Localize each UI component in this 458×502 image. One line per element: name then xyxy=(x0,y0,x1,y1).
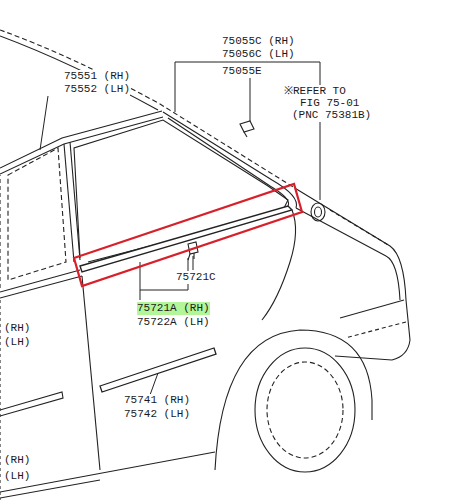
side-label: (LH) xyxy=(4,470,30,483)
part-number: 75742 (LH) xyxy=(124,408,190,421)
part-number: 75741 (RH) xyxy=(124,394,190,407)
part-number: 75721A (RH) xyxy=(137,302,210,315)
part-number: 75722A (LH) xyxy=(137,316,210,329)
part-number: 75056C (LH) xyxy=(222,48,295,61)
part-number: 75721C xyxy=(176,271,216,284)
side-label: (RH) xyxy=(4,322,30,335)
part-number: 75551 (RH) xyxy=(64,70,130,83)
part-number: 75055E xyxy=(222,65,262,78)
side-label: (RH) xyxy=(4,454,30,467)
part-number: 75055C (RH) xyxy=(222,35,295,48)
note: (PNC 75381B) xyxy=(292,109,371,122)
side-label: (LH) xyxy=(4,336,30,349)
part-number: 75552 (LH) xyxy=(64,83,130,96)
